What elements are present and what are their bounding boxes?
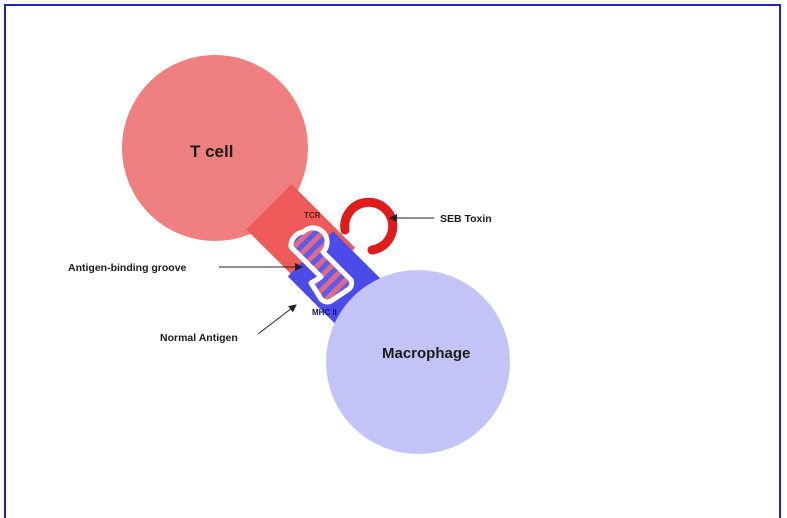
- macrophage-circle: [326, 270, 510, 454]
- mhc-label: MHC II: [312, 308, 337, 317]
- antigen-binding-groove-label: Antigen-binding groove: [68, 262, 187, 274]
- macrophage-label: Macrophage: [382, 345, 470, 362]
- seb-toxin-arc: [340, 197, 398, 255]
- t-cell-circle: [122, 55, 308, 241]
- normal-antigen-arrow: [257, 304, 297, 335]
- tcr-label: TCR: [304, 211, 321, 220]
- t-cell-label: T cell: [190, 142, 233, 161]
- seb-toxin-label: SEB Toxin: [440, 213, 492, 225]
- normal-antigen-label: Normal Antigen: [160, 332, 238, 344]
- normal-antigen-shape: [288, 225, 355, 305]
